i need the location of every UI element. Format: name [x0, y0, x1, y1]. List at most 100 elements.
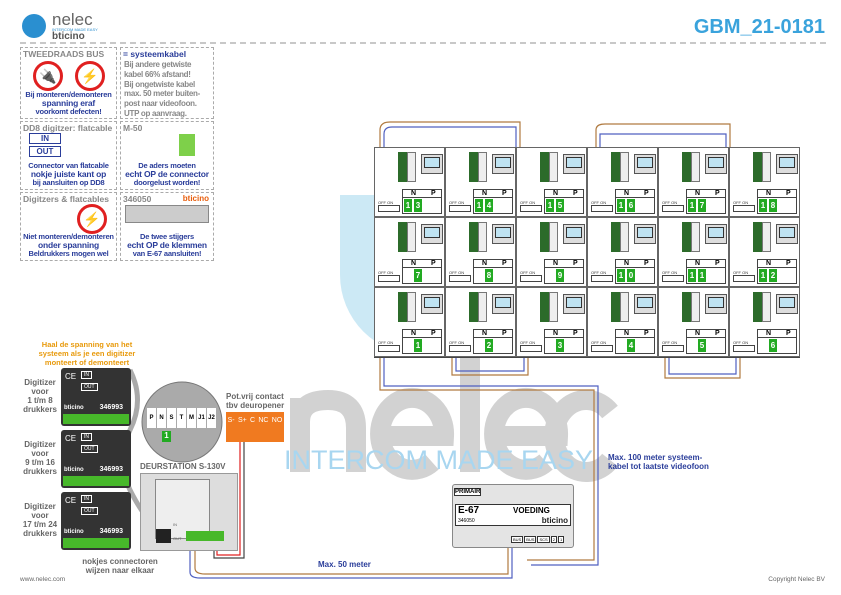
power-name: VOEDING — [513, 506, 550, 515]
off-on-switch[interactable] — [591, 275, 613, 282]
switch-label: OFF ON — [733, 200, 749, 205]
n-label: N — [766, 260, 772, 267]
cable-blue — [668, 358, 737, 375]
digitizer-in: IN — [81, 433, 92, 441]
e67-terminals — [125, 205, 209, 223]
videophone-monitor-icon — [563, 294, 585, 314]
off-on-switch[interactable] — [591, 205, 613, 212]
terminal-label-icon — [549, 152, 558, 182]
off-on-switch[interactable] — [449, 345, 471, 352]
off-on-switch[interactable] — [520, 345, 542, 352]
videophone-monitor-icon — [563, 224, 585, 244]
primair-label: PRIMAIR — [454, 488, 482, 496]
off-on-switch[interactable] — [733, 275, 755, 282]
switch-label: OFF ON — [378, 270, 394, 275]
terminal-label-icon — [762, 152, 771, 182]
address-digit: 3 — [556, 339, 564, 352]
address-digit — [617, 339, 625, 352]
power-terminal: 2 — [550, 536, 557, 543]
digitizer-label-line: 1 t/m 8 — [27, 396, 53, 405]
panel-line: Bij monteren/demonteren — [25, 90, 112, 99]
contact-title-line: tbv deuropener — [226, 401, 285, 410]
videophone-monitor-icon — [705, 224, 727, 244]
digitizer-label-line: voor — [31, 511, 49, 520]
off-on-switch[interactable] — [378, 275, 400, 282]
address-digit: 1 — [546, 199, 554, 212]
switch-label: OFF ON — [520, 200, 536, 205]
off-on-switch[interactable] — [733, 345, 755, 352]
n-label: N — [411, 330, 417, 337]
power-model: E-67 — [458, 505, 480, 516]
off-on-switch[interactable] — [449, 275, 471, 282]
p-label: P — [431, 190, 436, 197]
panel-line: voorkomt defecten! — [35, 107, 102, 116]
address-digit: 1 — [617, 199, 625, 212]
document-title: GBM_21-0181 — [693, 16, 825, 38]
no-plug-icon: 🔌 — [33, 61, 63, 91]
n-label: N — [482, 190, 488, 197]
panel-title: DD8 digitzer: flatcable — [23, 123, 113, 133]
contact-terminal: S- — [227, 417, 235, 424]
videophone-monitor-icon — [492, 154, 514, 174]
address-digit — [404, 269, 412, 282]
off-on-switch[interactable] — [662, 345, 684, 352]
switch-label: OFF ON — [378, 340, 394, 345]
digitizer-brand: bticino — [64, 529, 84, 535]
cable-blue — [189, 545, 513, 579]
n-label: N — [482, 260, 488, 267]
off-on-switch[interactable] — [662, 275, 684, 282]
max-50-note: Max. 50 meter — [318, 560, 371, 569]
digitizer-label-line: voor — [31, 387, 49, 396]
n-label: N — [482, 330, 488, 337]
panel-line: Bij andere getwiste — [124, 60, 192, 69]
off-on-switch[interactable] — [378, 205, 400, 212]
m50-connector — [179, 134, 195, 156]
no-power-icon: ⚡ — [77, 204, 107, 234]
off-on-switch[interactable] — [378, 345, 400, 352]
ce-mark: CE — [65, 372, 77, 381]
digitizer-out: OUT — [81, 507, 98, 515]
off-on-switch[interactable] — [520, 275, 542, 282]
address-digit: 7 — [698, 199, 706, 212]
p-label: P — [715, 190, 720, 197]
panel-line: kabel 66% afstand! — [124, 69, 191, 79]
footer-website: www.nelec.com — [20, 576, 66, 583]
off-on-switch[interactable] — [520, 205, 542, 212]
terminal-label-icon — [478, 222, 487, 252]
bus-terminal-icon — [753, 222, 762, 252]
n-label: N — [553, 260, 559, 267]
off-on-switch[interactable] — [449, 205, 471, 212]
power-terminal: BUS — [511, 536, 524, 543]
door-station-label: DEURSTATION S-130V — [140, 462, 226, 471]
off-on-switch[interactable] — [662, 205, 684, 212]
off-on-switch[interactable] — [591, 345, 613, 352]
contact-terminal: NC — [258, 417, 269, 424]
switch-label: OFF ON — [520, 340, 536, 345]
videophone-monitor-icon — [421, 154, 443, 174]
off-on-switch[interactable] — [733, 205, 755, 212]
power-label-plate: E-67 VOEDING 346050 bticino — [455, 504, 571, 526]
ce-mark: CE — [65, 434, 77, 443]
n-label: N — [695, 330, 701, 337]
panel-line: Beldrukkers mogen wel — [28, 249, 109, 258]
